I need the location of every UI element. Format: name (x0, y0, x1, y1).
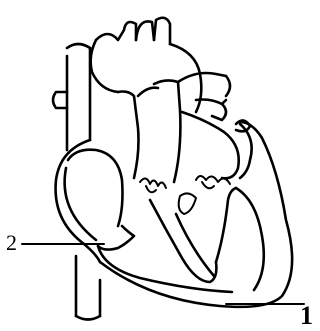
label-2: 2 (6, 230, 17, 255)
great-vessels-trunk (118, 80, 180, 182)
vena-cava (67, 44, 100, 320)
left-vessel-branch (53, 92, 67, 108)
label-1-group: 1 (226, 301, 313, 330)
label-1: 1 (300, 301, 313, 330)
aortic-arch (91, 18, 202, 112)
right-atrium (65, 150, 123, 240)
